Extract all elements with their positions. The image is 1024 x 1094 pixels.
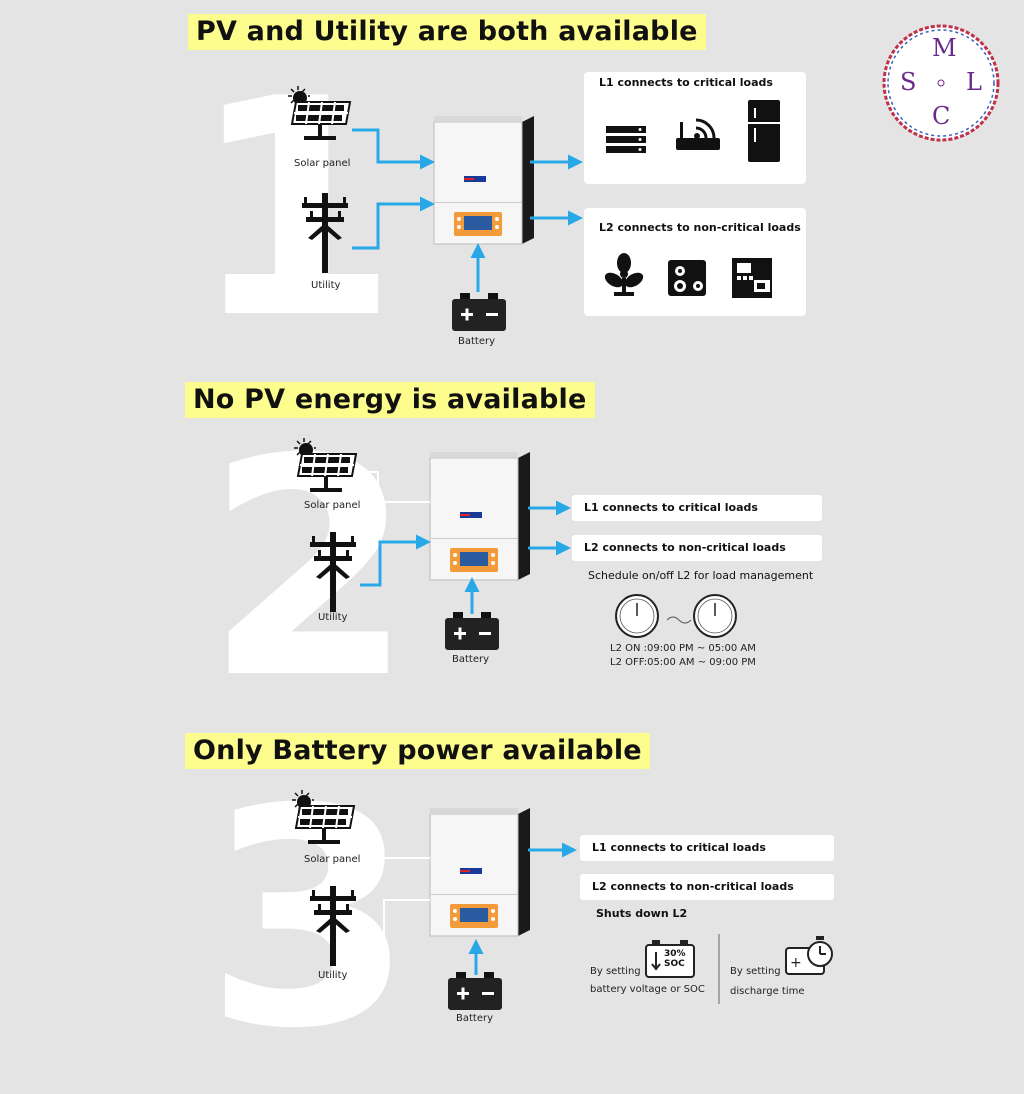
section-1-battery-label: Battery [458, 336, 496, 347]
svg-text:+: + [790, 955, 802, 971]
section-3-l1-bar: L1 connects to critical loads [580, 835, 834, 861]
noncritical-load-icons [604, 253, 772, 298]
logo-letter-m: M [932, 34, 957, 62]
section-1-noncritical-loads-card: L2 connects to non-critical loads [584, 208, 806, 316]
logo-ring [882, 24, 1000, 142]
critical-load-icons [606, 100, 780, 162]
speaker-icon [668, 260, 706, 296]
section-2-solar-label: Solar panel [304, 500, 361, 511]
section-2-l2-off-text: L2 OFF:05:00 AM ~ 09:00 PM [610, 657, 756, 668]
coffee-machine-icon [732, 258, 772, 298]
server-icon [606, 126, 646, 153]
soc-battery-icon [645, 940, 695, 978]
section-2-l1-label: L1 connects to critical loads [584, 501, 758, 514]
soc-badge-label: SOC [664, 959, 685, 969]
section-1-solar-label: Solar panel [294, 158, 351, 169]
section-3-opt1-line1: By setting [590, 966, 641, 977]
section-2-l2-bar: L2 connects to non-critical loads [572, 535, 822, 561]
logo-letter-s: S [900, 68, 917, 96]
section-2-l1-bar: L1 connects to critical loads [572, 495, 822, 521]
section-1-diagram [0, 0, 583, 331]
section-3-battery-label: Battery [456, 1013, 494, 1024]
timer-battery-icon: + [785, 936, 833, 975]
router-icon [676, 118, 720, 150]
logo-letter-c: C [932, 102, 951, 130]
section-2-l2-on-text: L2 ON :09:00 PM ~ 05:00 AM [610, 643, 756, 654]
soc-badge: 30% SOC [664, 949, 686, 969]
soc-badge-percent: 30% [664, 949, 686, 959]
section-3-l2-bar: L2 connects to non-critical loads [580, 874, 834, 900]
logo-letter-l: L [966, 68, 982, 96]
section-3-title: Only Battery power available [185, 733, 650, 769]
section-2-title: No PV energy is available [185, 382, 595, 418]
section-1-title: PV and Utility are both available [188, 14, 706, 50]
section-2-schedule-text: Schedule on/off L2 for load management [588, 569, 814, 582]
section-3-l2-label: L2 connects to non-critical loads [592, 880, 794, 893]
section-3-opt1-line2: battery voltage or SOC [590, 984, 705, 995]
fan-icon [604, 253, 644, 296]
section-3-l1-label: L1 connects to critical loads [592, 841, 766, 854]
section-3-utility-label: Utility [318, 970, 348, 981]
section-1-l2-label: L2 connects to non-critical loads [599, 221, 801, 234]
section-1-utility-label: Utility [311, 280, 341, 291]
section-3-opt2-line1: By setting [730, 966, 781, 977]
section-3-solar-label: Solar panel [304, 854, 361, 865]
section-3-shutdown-text: Shuts down L2 [596, 907, 688, 920]
section-1-l1-label: L1 connects to critical loads [599, 76, 773, 89]
section-1-critical-loads-card: L1 connects to critical loads [584, 72, 806, 184]
section-2-battery-label: Battery [452, 654, 490, 665]
section-3-diagram: + [0, 0, 833, 1010]
section-2-utility-label: Utility [318, 612, 348, 623]
fridge-icon [748, 100, 780, 162]
section-2-diagram [0, 0, 737, 650]
section-3-opt2-line2: discharge time [730, 986, 805, 997]
section-2-l2-label: L2 connects to non-critical loads [584, 541, 786, 554]
logo: M S L C [880, 22, 1002, 144]
